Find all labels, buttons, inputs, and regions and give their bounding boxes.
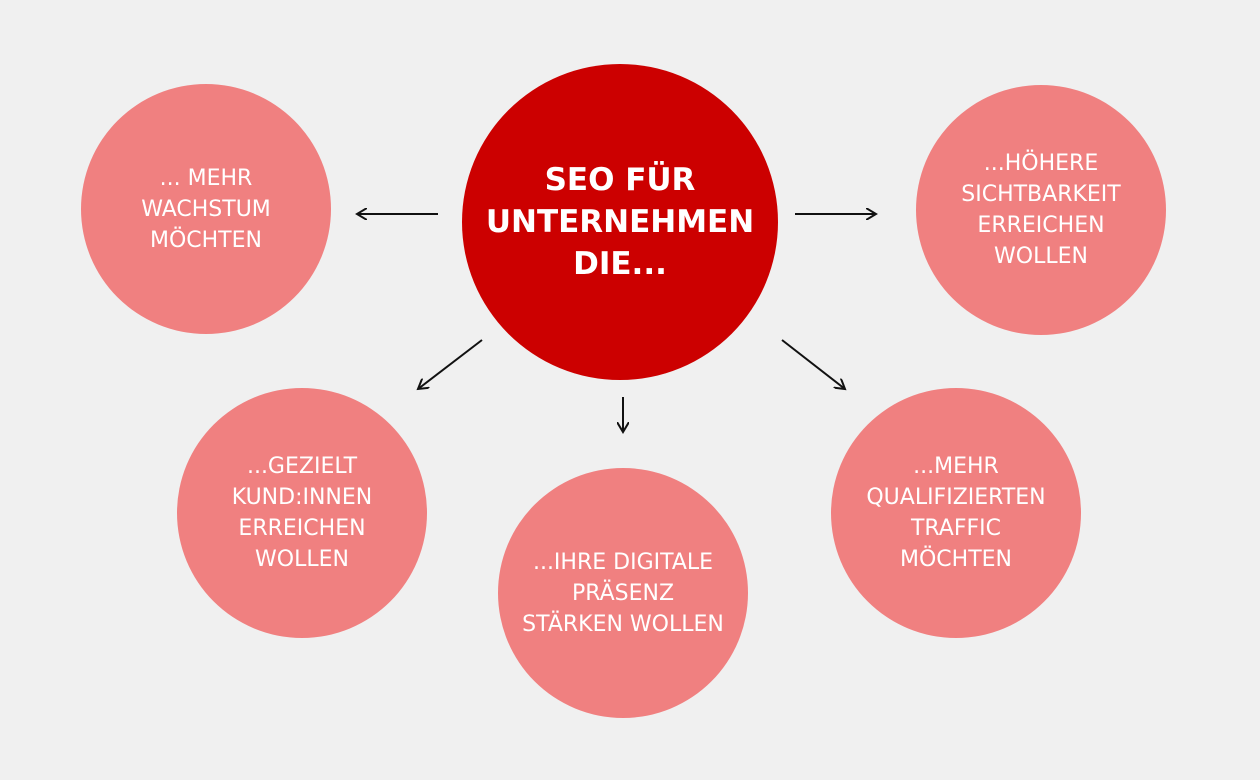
center-node: SEO FÜR UNTERNEHMEN DIE... — [462, 64, 778, 380]
node-label: ...MEHR QUALIFIZIERTEN TRAFFIC MÖCHTEN — [866, 454, 1046, 572]
node-visibility: ...HÖHERE SICHTBARKEIT ERREICHEN WOLLEN — [916, 85, 1166, 335]
node-label: ...GEZIELT KUND:INNEN ERREICHEN WOLLEN — [231, 454, 373, 572]
node-customers: ...GEZIELT KUND:INNEN ERREICHEN WOLLEN — [177, 388, 427, 638]
node-label: ...HÖHERE SICHTBARKEIT ERREICHEN WOLLEN — [961, 151, 1121, 269]
node-traffic: ...MEHR QUALIFIZIERTEN TRAFFIC MÖCHTEN — [831, 388, 1081, 638]
arrow-down-left — [418, 339, 483, 389]
node-label: ... MEHR WACHSTUM MÖCHTEN — [141, 165, 271, 253]
arrow-down-right — [781, 339, 845, 389]
node-growth: ... MEHR WACHSTUM MÖCHTEN — [81, 84, 331, 334]
center-label: SEO FÜR UNTERNEHMEN DIE... — [485, 162, 755, 282]
node-label: ...IHRE DIGITALE PRÄSENZ STÄRKEN WOLLEN — [522, 549, 724, 637]
node-digital-presence: ...IHRE DIGITALE PRÄSENZ STÄRKEN WOLLEN — [498, 468, 748, 718]
